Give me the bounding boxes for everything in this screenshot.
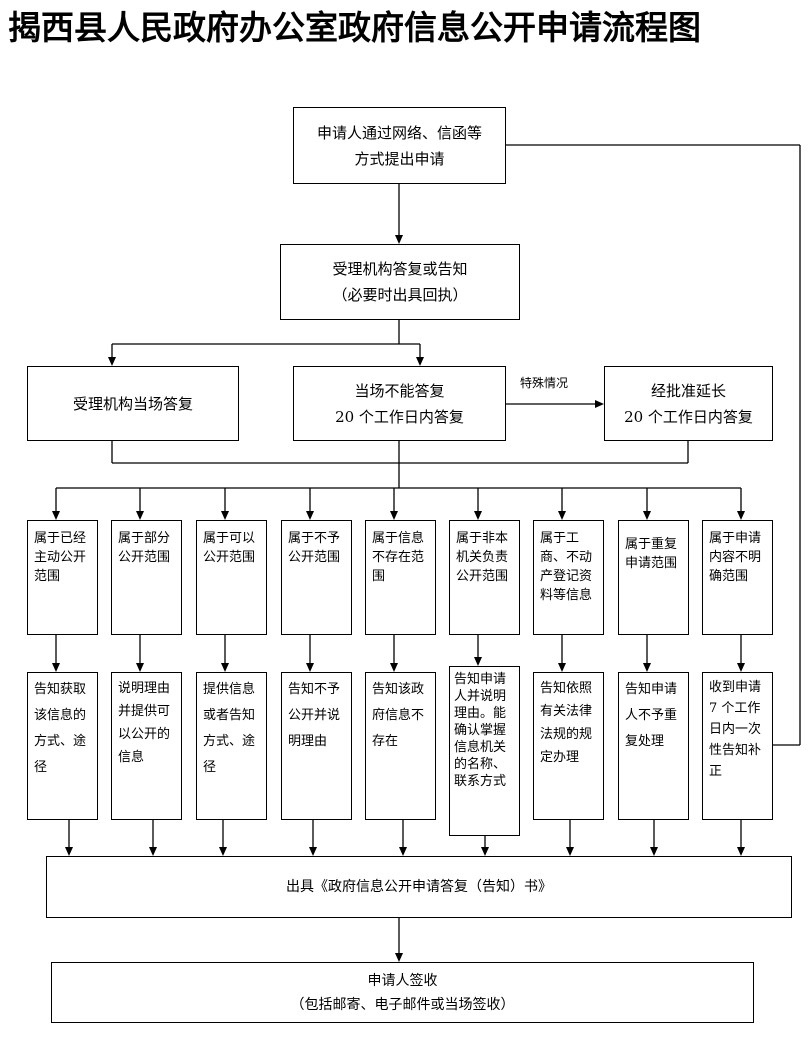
result-box: 说明理由并提供可以公开的信息 — [111, 672, 182, 820]
result-box: 告知依照有关法律法规的规定办理 — [533, 672, 604, 820]
arrowhead-61 — [399, 847, 407, 856]
cannot-line-2: 20 个工作日内答复 — [335, 407, 464, 426]
arrowhead-5 — [108, 357, 116, 366]
category-box: 属于可以公开范围 — [196, 520, 267, 635]
result-box: 提供信息或者告知方式、途径 — [196, 672, 267, 820]
category-box: 属于部分公开范围 — [111, 520, 182, 635]
arrowhead-57 — [219, 847, 227, 856]
arrowhead-17 — [52, 511, 60, 520]
apply-box: 申请人通过网络、信函等 方式提出申请 — [293, 107, 506, 184]
arrowhead-49 — [643, 663, 651, 672]
arrowhead-63 — [481, 847, 489, 856]
issue-box: 出具《政府信息公开申请答复（告知）书》 — [46, 856, 792, 918]
result-box: 收到申请 7 个工作日内一次性告知补正 — [702, 672, 773, 820]
reply-box: 受理机构答复或告知 （必要时出具回执） — [280, 244, 520, 320]
category-box: 属于不予公开范围 — [281, 520, 352, 635]
page-title: 揭西县人民政府办公室政府信息公开申请流程图 — [8, 8, 701, 47]
arrowhead-41 — [306, 663, 314, 672]
result-box: 告知申请人不予重复处理 — [618, 672, 689, 820]
arrowhead-25 — [390, 511, 398, 520]
arrowhead-65 — [566, 847, 574, 856]
sign-line-1: 申请人签收 — [367, 972, 438, 989]
extend-line-2: 20 个工作日内答复 — [624, 407, 753, 426]
arrowhead-7 — [416, 357, 424, 366]
arrowhead-67 — [650, 847, 658, 856]
category-box: 属于已经主动公开范围 — [27, 520, 98, 635]
result-box: 告知不予公开并说明理由 — [281, 672, 352, 820]
category-box: 属于申请内容不明确范围 — [702, 520, 773, 635]
spot-reply-label: 受理机构当场答复 — [72, 394, 193, 413]
arrowhead-47 — [558, 663, 566, 672]
result-box: 告知申请人并说明理由。能确认掌握信息机关的名称、联系方式 — [449, 666, 520, 836]
result-box: 告知该政府信息不存在 — [365, 672, 436, 820]
arrowhead-59 — [309, 847, 317, 856]
sign-line-2: （包括邮寄、电子邮件或当场签收） — [290, 996, 515, 1013]
category-box: 属于信息不存在范围 — [365, 520, 436, 635]
arrowhead-71 — [395, 953, 403, 962]
issue-label: 出具《政府信息公开申请答复（告知）书》 — [286, 879, 552, 895]
category-box: 属于重复申请范围 — [618, 520, 689, 635]
arrowhead-37 — [136, 663, 144, 672]
extend-box: 经批准延长 20 个工作日内答复 — [604, 366, 773, 441]
arrowhead-31 — [643, 511, 651, 520]
arrowhead-1 — [395, 235, 403, 244]
arrowhead-27 — [474, 511, 482, 520]
arrowhead-23 — [306, 511, 314, 520]
arrowhead-21 — [221, 511, 229, 520]
arrowhead-51 — [737, 663, 745, 672]
arrowhead-39 — [221, 663, 229, 672]
arrowhead-53 — [65, 847, 73, 856]
arrowhead-35 — [52, 663, 60, 672]
reply-line-1: 受理机构答复或告知 — [332, 260, 468, 278]
extend-line-1: 经批准延长 — [650, 381, 726, 400]
sign-box: 申请人签收 （包括邮寄、电子邮件或当场签收） — [51, 962, 754, 1023]
reply-line-2: （必要时出具回执） — [332, 286, 468, 304]
arrowhead-19 — [136, 511, 144, 520]
spot-reply-box: 受理机构当场答复 — [27, 366, 239, 441]
arrowhead-9 — [595, 400, 604, 408]
special-case-label: 特殊情况 — [520, 376, 569, 390]
apply-line-1: 申请人通过网络、信函等 — [316, 123, 482, 142]
cannot-reply-box: 当场不能答复 20 个工作日内答复 — [293, 366, 506, 441]
apply-line-2: 方式提出申请 — [354, 149, 445, 168]
arrowhead-33 — [737, 511, 745, 520]
cannot-line-1: 当场不能答复 — [354, 381, 445, 400]
arrowhead-69 — [737, 847, 745, 856]
category-box: 属于非本机关负责公开范围 — [449, 520, 520, 635]
arrowhead-55 — [149, 847, 157, 856]
arrowhead-45 — [474, 657, 482, 666]
arrowhead-29 — [558, 511, 566, 520]
category-box: 属于工商、不动产登记资料等信息 — [533, 520, 604, 635]
arrowhead-43 — [390, 663, 398, 672]
result-box: 告知获取该信息的方式、途径 — [27, 672, 98, 820]
